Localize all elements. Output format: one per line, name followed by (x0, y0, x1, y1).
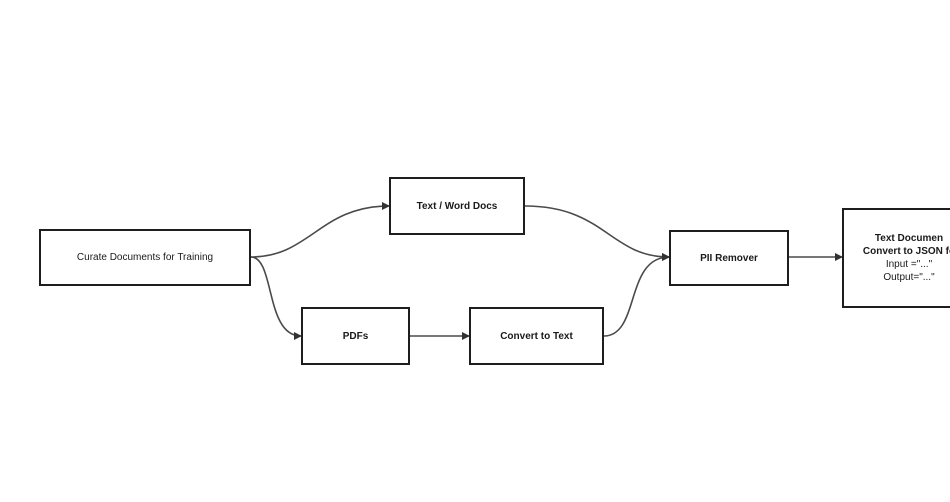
node-json-line-1: Text Documen (874, 233, 944, 244)
node-pdfs[interactable]: PDFs (301, 307, 410, 365)
edge-text-word-to-pii (524, 205, 670, 261)
node-convert-to-text[interactable]: Convert to Text (469, 307, 604, 365)
node-json-line-3: Input ="..." (885, 259, 933, 270)
edge-curate-to-pdfs (250, 256, 302, 340)
node-convert-to-text-label: Convert to Text (500, 330, 573, 342)
node-curate-documents-label: Curate Documents for Training (76, 252, 214, 263)
node-text-word-docs-label: Text / Word Docs (416, 200, 498, 212)
edge-convert-text-to-pii (603, 253, 670, 337)
node-curate-documents[interactable]: Curate Documents for Training (39, 229, 251, 286)
node-json-line-2: Convert to JSON fo (862, 246, 950, 257)
node-pii-remover-label: PII Remover (700, 252, 758, 264)
edge-curate-to-text-word (250, 202, 390, 258)
node-json-conversion[interactable]: Text Documen Convert to JSON fo Input ="… (842, 208, 950, 308)
node-text-word-docs[interactable]: Text / Word Docs (389, 177, 525, 235)
node-pii-remover[interactable]: PII Remover (669, 230, 789, 286)
node-json-line-4: Output="..." (883, 272, 935, 283)
node-pdfs-label: PDFs (342, 330, 369, 342)
